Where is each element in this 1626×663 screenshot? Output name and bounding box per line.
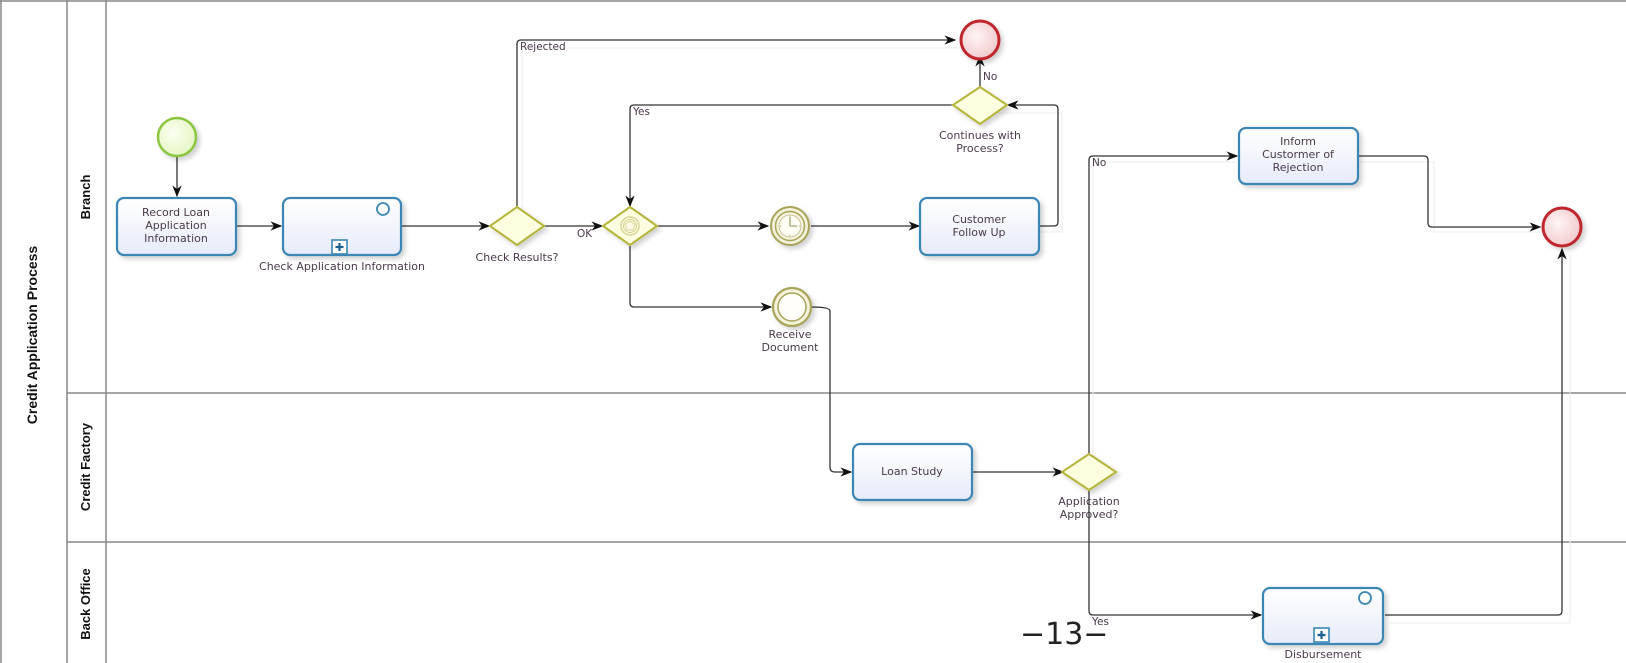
flow-label-yes-loop: Yes [632,106,650,118]
subprocess-disbursement-label: Disbursement [1285,648,1363,661]
gateway-continues-label-line1: Continues with [939,129,1021,142]
flow-label-ok: OK [577,228,593,240]
receive-document-label-line2: Document [762,341,820,354]
flow-rejected[interactable] [516,35,957,214]
subprocess-disbursement[interactable] [1261,586,1385,646]
task-record-loan-label-line2: Application [145,219,206,232]
end-event-final[interactable] [1541,206,1583,248]
flow-label-no-reject: No [1092,157,1106,169]
flow-label-yes-disburse: Yes [1091,616,1109,628]
task-loan-study-label: Loan Study [881,465,943,478]
flow-disbursement-to-end[interactable] [1385,247,1567,616]
expand-subprocess-icon[interactable] [331,239,348,255]
end-event-rejected[interactable] [959,19,1001,61]
subprocess-check-application[interactable] [281,196,403,257]
task-inform-label-line1: Inform [1280,135,1316,148]
gateway-continues-with-process[interactable] [951,85,1009,126]
clock-icon [778,214,802,238]
flow-to-receive[interactable] [629,246,773,312]
gateway-check-results-label: Check Results? [476,251,559,264]
sequence-flows [172,35,1571,624]
task-inform-customer-of-rejection[interactable] [1237,126,1360,186]
disbursement-event-marker-icon [1358,591,1372,605]
gateway-application-approved[interactable] [1060,452,1118,492]
pool-label: Credit Application Process [24,246,40,425]
flow-receive-to-loanstudy[interactable] [811,306,853,477]
lane-label-back-office: Back Office [78,568,93,640]
receive-document-event[interactable] [771,286,813,328]
expand-disbursement-icon[interactable] [1313,627,1330,643]
flow-label-no-end: No [983,71,997,83]
gateway-approved-label-line1: Application [1058,495,1119,508]
subprocess-check-application-label: Check Application Information [259,260,425,273]
task-loan-study[interactable] [851,442,974,502]
task-record-loan-label-line1: Record Loan [142,206,210,219]
flow-followup-to-continues[interactable] [1006,100,1059,227]
task-record-loan-application[interactable] [115,196,238,257]
flow-inform-to-end[interactable] [1359,155,1542,232]
flow-approved-yes[interactable] [1088,490,1263,620]
event-subprocess-marker-icon [376,202,390,216]
gateway-approved-label-line2: Approved? [1060,508,1119,521]
task-inform-label-line2: Custormer of [1262,148,1335,161]
flow-label-rejected: Rejected [520,41,566,53]
task-customer-follow-up[interactable] [918,196,1041,257]
flow-continues-yes[interactable] [625,104,954,208]
lane-label-branch: Branch [78,175,93,220]
event-based-gateway-icon [620,216,640,236]
page-number: −13− [1020,617,1108,652]
receive-document-label-line1: Receive [768,328,811,341]
flow-approved-no[interactable] [1088,151,1239,454]
task-record-loan-label-line3: Information [144,232,208,245]
gateway-check-results[interactable] [488,205,546,247]
gateway-continues-label-line2: Process? [956,142,1004,155]
lane-label-credit-factory: Credit Factory [78,422,93,511]
task-customer-follow-up-label-line2: Follow Up [952,226,1005,239]
start-event[interactable] [156,116,198,158]
task-customer-follow-up-label-line1: Customer [952,213,1006,226]
task-inform-label-line3: Rejection [1273,161,1324,174]
